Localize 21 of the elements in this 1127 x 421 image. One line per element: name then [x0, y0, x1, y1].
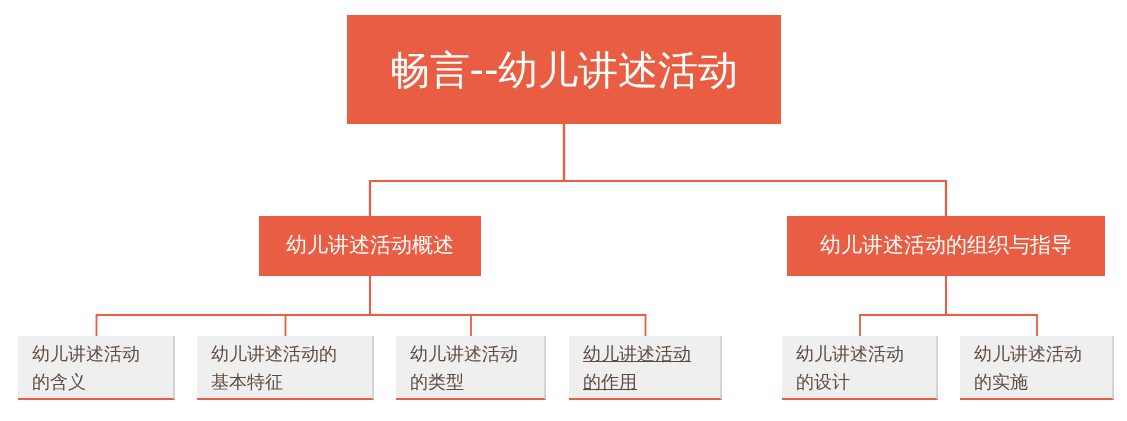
root-topic-box — [347, 15, 781, 124]
node-label: 幼儿讲述活动概述 — [286, 233, 454, 259]
subtopic-card — [18, 336, 175, 400]
subtopic-card — [782, 336, 938, 400]
node-label: 幼儿讲述活动的基本特征 — [211, 342, 338, 394]
subtopic-card — [569, 336, 722, 400]
node-label: 幼儿讲述活动的类型 — [410, 342, 519, 394]
node-label: 幼儿讲述活动的实施 — [974, 342, 1083, 394]
subtopic-card — [396, 336, 546, 400]
connector-line — [945, 275, 1038, 337]
node-label: 幼儿讲述活动的组织与指导 — [820, 233, 1072, 259]
connector-line — [369, 275, 647, 337]
node-label: 幼儿讲述活动的含义 — [32, 342, 141, 394]
node-label: 畅言--幼儿讲述活动 — [389, 45, 739, 94]
node-label: 幼儿讲述活动的作用 — [583, 342, 692, 394]
topic-box — [787, 216, 1105, 276]
node-label: 幼儿讲述活动的设计 — [796, 342, 905, 394]
subtopic-card — [960, 336, 1114, 400]
subtopic-card — [197, 336, 374, 400]
connector-line — [562, 124, 948, 216]
topic-box — [259, 216, 481, 276]
